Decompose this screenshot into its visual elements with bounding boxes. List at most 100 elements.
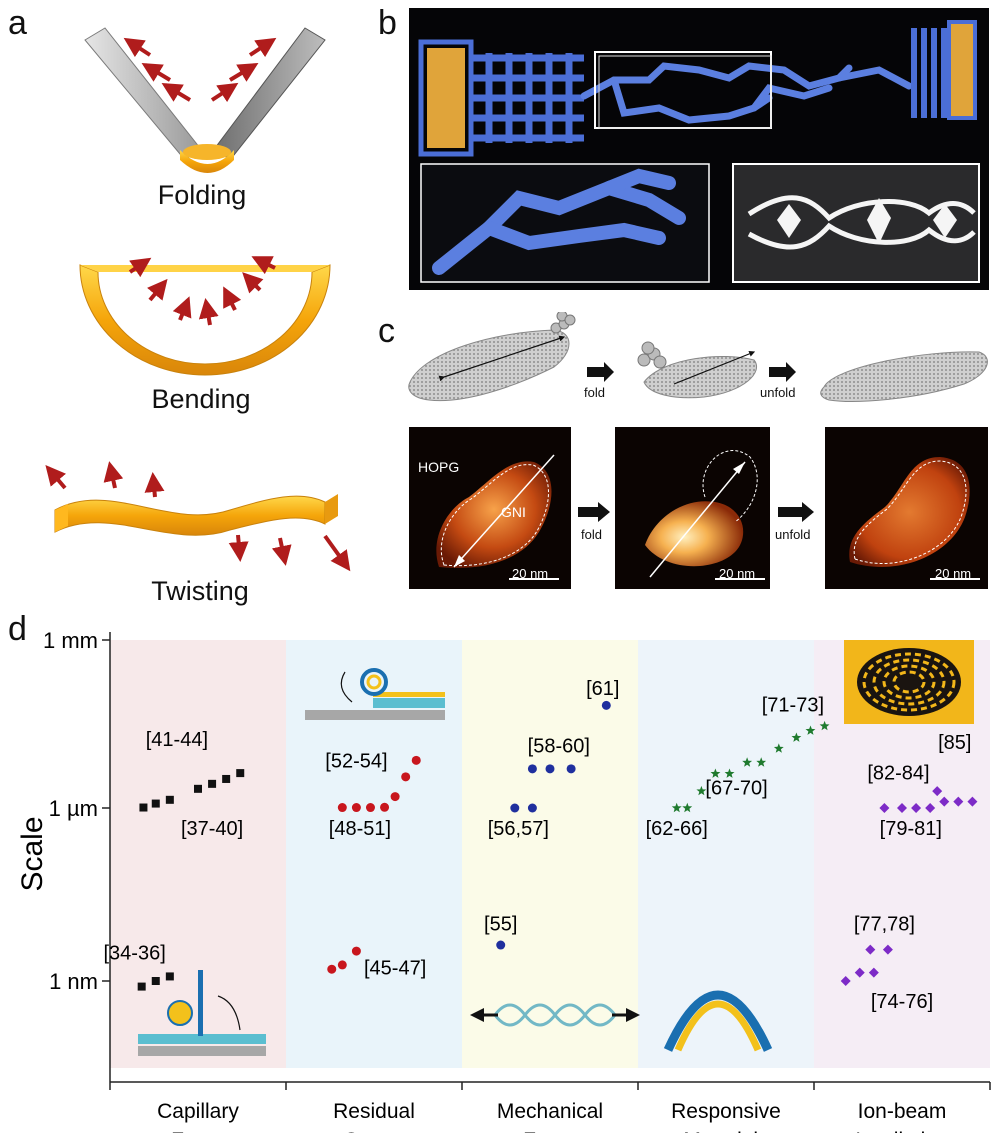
reference-label: [77,78]	[854, 913, 915, 935]
data-point	[194, 784, 202, 793]
reference-label: [55]	[484, 913, 517, 935]
scalebar-label-1: 20 nm	[512, 566, 549, 581]
data-point	[151, 977, 160, 985]
reference-label: [41-44]	[146, 729, 208, 751]
capillary-inset-icon	[138, 970, 266, 1056]
x-tick-label: Stress	[344, 1129, 404, 1133]
category-band	[462, 640, 638, 1068]
panel-label-c: c	[378, 312, 395, 350]
data-point	[351, 803, 361, 813]
panel-c-schematic	[408, 312, 988, 402]
afm-image-folded	[615, 427, 770, 589]
scalebar-label-3: 20 nm	[935, 566, 972, 581]
unfold-label-bottom: unfold	[775, 527, 811, 542]
data-point	[401, 772, 411, 782]
unfold-arrow-icon	[778, 502, 814, 522]
data-point	[696, 785, 707, 796]
x-tick-label: Irradiation	[855, 1129, 948, 1133]
data-point	[882, 944, 893, 955]
data-point	[390, 792, 400, 802]
data-point	[601, 700, 611, 710]
data-point	[151, 799, 160, 808]
residual-stress-inset-icon	[305, 668, 445, 720]
mode-label-twisting: Twisting	[151, 576, 249, 606]
data-point	[496, 940, 506, 950]
data-point	[208, 779, 217, 788]
fold-arrow-icon	[578, 502, 610, 522]
data-point	[137, 982, 146, 991]
reference-label: [71-73]	[762, 695, 824, 717]
mechanical-inset-icon	[470, 1003, 640, 1027]
reference-label: [48-51]	[329, 818, 391, 840]
data-point	[868, 967, 879, 978]
reference-label: [74-76]	[871, 991, 933, 1013]
data-point	[791, 732, 802, 742]
x-tick-label: Materials	[683, 1129, 768, 1133]
data-point	[510, 803, 520, 813]
reference-label: [67-70]	[705, 778, 767, 800]
data-point	[925, 803, 936, 813]
data-point	[897, 803, 907, 813]
data-point	[911, 803, 922, 813]
reference-label: [62-66]	[646, 818, 708, 840]
x-tick-label: Ion-beam	[858, 1100, 947, 1123]
fold-label-bottom: fold	[581, 527, 602, 542]
x-tick-label: Residual	[333, 1100, 415, 1123]
data-point	[840, 976, 851, 986]
data-point	[756, 757, 767, 767]
ion-beam-flower-icon	[844, 640, 974, 724]
folding-illustration	[84, 27, 326, 173]
data-point	[337, 803, 347, 813]
reference-label: [82-84]	[867, 763, 929, 785]
x-tick-label: Capillary	[157, 1100, 239, 1123]
mode-label-bending: Bending	[151, 384, 251, 414]
data-point	[854, 967, 865, 978]
data-point	[967, 796, 978, 807]
data-point	[222, 774, 231, 783]
reference-label: [34-36]	[104, 943, 166, 965]
data-point	[865, 944, 876, 955]
mode-label-folding: Folding	[157, 180, 247, 210]
data-point	[236, 769, 245, 778]
y-tick-label: 1 µm	[49, 796, 98, 821]
y-tick-label: 1 mm	[43, 628, 98, 653]
y-axis-label: Scale	[16, 816, 49, 891]
reference-label: [61]	[586, 678, 619, 700]
panel-b-image	[409, 8, 989, 290]
x-tick-label: Responsive	[671, 1100, 781, 1123]
scalebar-label-2: 20 nm	[719, 566, 756, 581]
gni-label: GNI	[501, 504, 526, 520]
data-point	[566, 764, 576, 774]
data-point	[527, 764, 537, 774]
data-point	[671, 802, 682, 813]
reference-label: [52-54]	[325, 751, 387, 773]
panel-b-3d-render	[418, 20, 980, 283]
fold-label-top: fold	[584, 385, 605, 400]
data-point	[953, 796, 964, 807]
data-point	[545, 764, 555, 774]
x-tick-label: Force	[523, 1129, 577, 1133]
panel-label-a: a	[8, 4, 27, 42]
reference-label: [85]	[938, 732, 971, 754]
y-tick-label: 1 nm	[49, 969, 98, 994]
reference-label: [45-47]	[364, 958, 426, 980]
afm-image-initial	[409, 427, 571, 589]
data-point	[337, 960, 347, 970]
data-point	[742, 757, 753, 767]
data-point	[351, 946, 361, 956]
data-point	[527, 803, 537, 813]
data-point	[327, 964, 337, 974]
data-point	[365, 803, 375, 813]
panel-label-d: d	[8, 610, 27, 648]
data-point	[139, 803, 148, 812]
x-tick-label: Mechanical	[497, 1100, 603, 1123]
panel-label-b: b	[378, 4, 397, 42]
data-point	[819, 720, 830, 731]
data-point	[773, 743, 784, 753]
data-point	[932, 786, 943, 797]
data-point	[879, 803, 890, 813]
data-point	[165, 795, 174, 804]
data-point	[710, 768, 721, 778]
bending-illustration	[79, 256, 331, 376]
